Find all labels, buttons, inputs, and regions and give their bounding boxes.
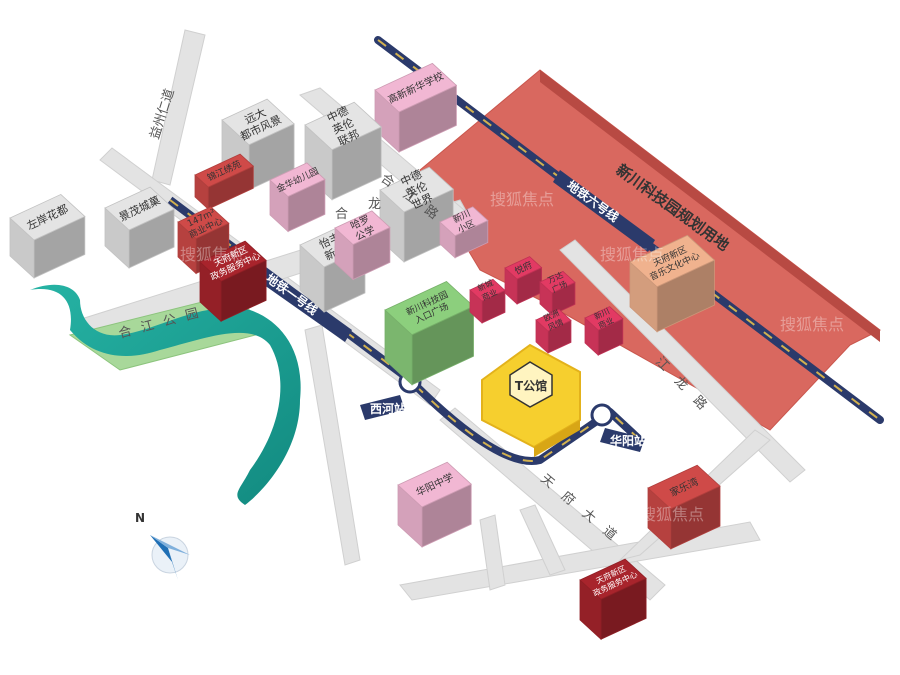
building-top-face [177, 206, 230, 239]
building-gaoxin-school[interactable]: 高新新华学校 [374, 62, 458, 153]
watermark-4: 搜狐焦点 [180, 245, 244, 264]
building-jialewan[interactable]: 家乐湾 [647, 464, 721, 550]
road-label-he2: 合 [335, 207, 348, 222]
station-east-label: 华阳站 [600, 428, 646, 452]
metro-line-1[interactable] [167, 196, 643, 465]
building-top-face [647, 464, 721, 510]
station-west-label: 西河站 [360, 395, 406, 420]
building-top-face [221, 98, 295, 146]
road-label-long2: 龙 [368, 197, 381, 212]
building-top-face [269, 162, 326, 197]
building-xinchuan-tech[interactable]: 新川科技园入口广场 [384, 281, 475, 386]
watermark: 搜狐焦点 [490, 190, 554, 209]
building-top-face [584, 306, 624, 331]
svg-text:T公馆: T公馆 [515, 378, 547, 393]
road-north-diagonal [151, 29, 206, 186]
road-fork [479, 514, 506, 591]
road-west-south [304, 324, 361, 566]
building-zhongde-shijie[interactable]: 中德英伦世界 [379, 166, 454, 263]
building-top-face [379, 166, 454, 213]
road-jianglong [559, 239, 806, 483]
building-top-face [397, 461, 472, 508]
building-top-face [504, 256, 543, 280]
building-jinxiu[interactable]: 锦江绣苑 [194, 153, 255, 211]
svg-text:N: N [135, 511, 145, 525]
watermark-5: 搜狐焦点 [640, 505, 704, 524]
building-tianfu-service2[interactable]: 天府新区政务服务中心 [579, 558, 647, 641]
building-mini1[interactable]: 万达广场 [539, 270, 576, 316]
building-top-face [629, 234, 716, 288]
building-haluo[interactable]: 哈罗公学 [334, 210, 391, 281]
building-top-face [535, 308, 572, 332]
building-tianfu-service[interactable]: 天府新区政务服务中心 [199, 239, 267, 323]
svg-text:西河站: 西河站 [370, 401, 406, 416]
building-yuefu[interactable]: 悦府 [504, 256, 543, 305]
building-top-face [194, 153, 255, 188]
building-zhongde-lianbang[interactable]: 中德英伦联邦 [304, 101, 382, 201]
svg-text:华阳站: 华阳站 [610, 433, 646, 448]
building-top-face [539, 270, 576, 294]
building-top-face [304, 101, 382, 151]
building-top-face [9, 193, 86, 241]
building-zuoan[interactable]: 左岸花都 [9, 193, 86, 279]
building-top-face [104, 186, 175, 231]
compass: N [135, 511, 190, 580]
building-top-face [579, 558, 647, 600]
watermark-3: 搜狐焦点 [780, 315, 844, 334]
building-top-face [334, 210, 391, 245]
t-gongguan-marker[interactable]: T公馆 [481, 343, 581, 457]
building-top-face [469, 278, 506, 302]
watermark-2: 搜狐焦点 [600, 245, 664, 264]
buildings: 左岸花都景茂城菓远大都市风景 高新新华学校中德英伦联邦金华幼儿园中德英伦世界 锦江绣… [9, 62, 721, 641]
building-yuanda[interactable]: 远大都市风景 [221, 98, 295, 191]
planning-zone-edge [540, 70, 880, 342]
building-jinhua-kinder[interactable]: 金华幼儿园 [269, 162, 326, 233]
building-jingmao[interactable]: 景茂城菓 [104, 186, 175, 269]
building-huayang-school[interactable]: 华阳中学 [397, 461, 472, 548]
building-top-face [374, 62, 458, 113]
river [30, 284, 301, 505]
building-top-face [439, 206, 489, 237]
building-mini4[interactable]: 新城商业 [469, 278, 506, 324]
station-east-marker[interactable] [590, 403, 614, 427]
road-fork2 [519, 504, 566, 576]
building-top-face [199, 240, 267, 282]
building-mini3[interactable]: 新川商业 [584, 306, 624, 357]
